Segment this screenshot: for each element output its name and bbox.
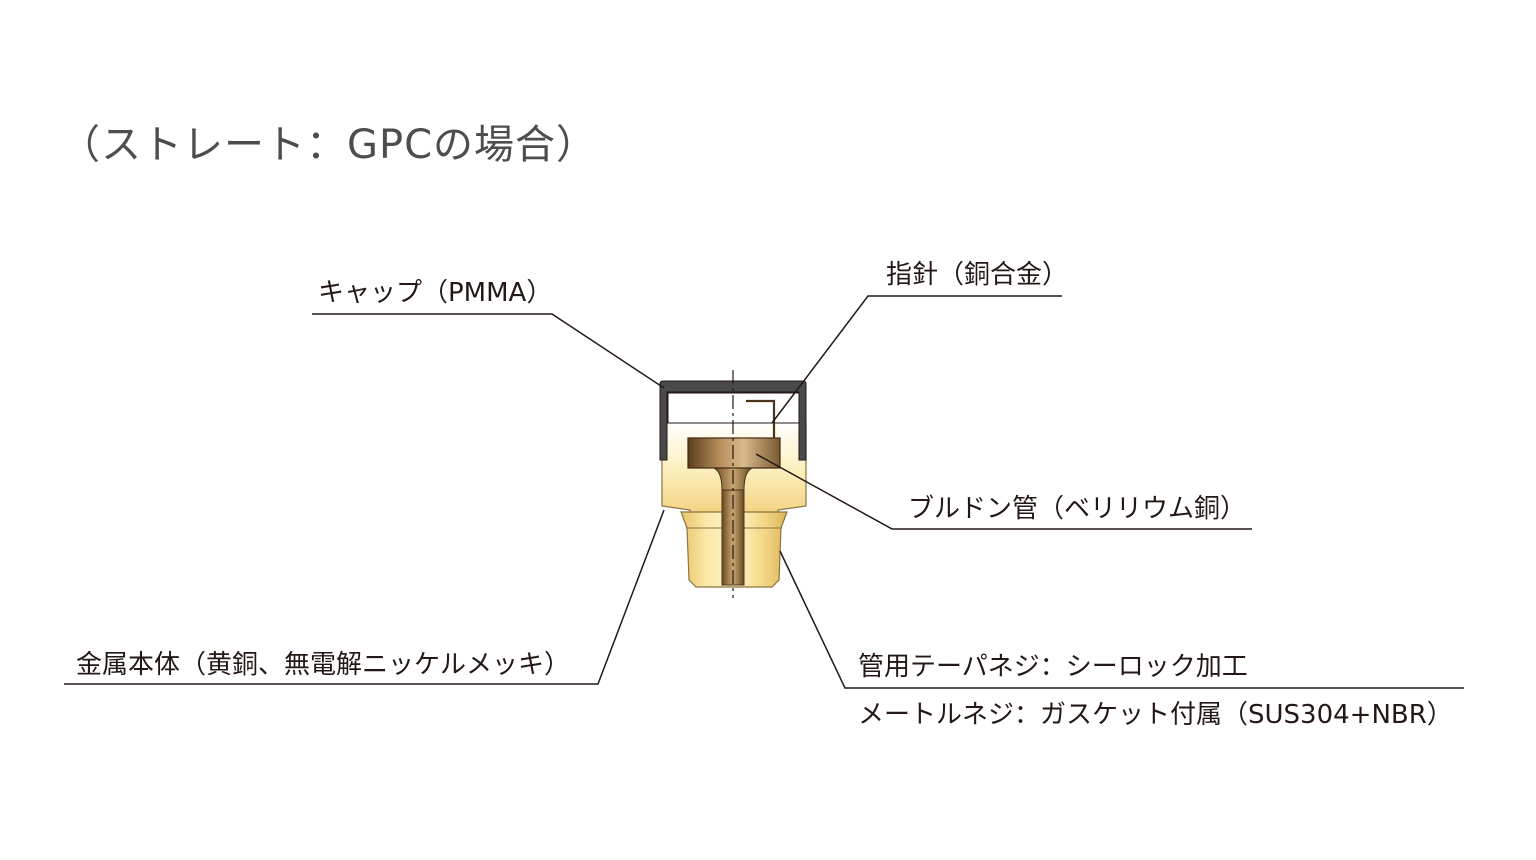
pointer-leader-line — [771, 295, 1062, 424]
metal-body-label: 金属本体（黄銅、無電解ニッケルメッキ） — [76, 650, 571, 680]
bourdon-tube-label: ブルドン管（ベリリウム銅） — [908, 494, 1247, 524]
thread-leader-line — [779, 550, 1464, 689]
bourdon-head — [687, 437, 781, 469]
pointer-label: 指針（銅合金） — [886, 260, 1069, 290]
body-leader-line — [64, 509, 665, 685]
tapered-thread-label: 管用テーパネジ：シーロック加工 — [858, 652, 1248, 682]
metric-thread-label: メートルネジ：ガスケット付属（SUS304+NBR） — [858, 700, 1453, 730]
diagram-title: （ストレート：GPCの場合） — [60, 122, 598, 168]
cap-leader-line — [312, 313, 665, 389]
cap-label: キャップ（PMMA） — [318, 278, 553, 308]
pointer-needle — [746, 399, 776, 438]
inner-chamber — [667, 392, 801, 424]
bourdon-leader-line — [755, 453, 1252, 530]
